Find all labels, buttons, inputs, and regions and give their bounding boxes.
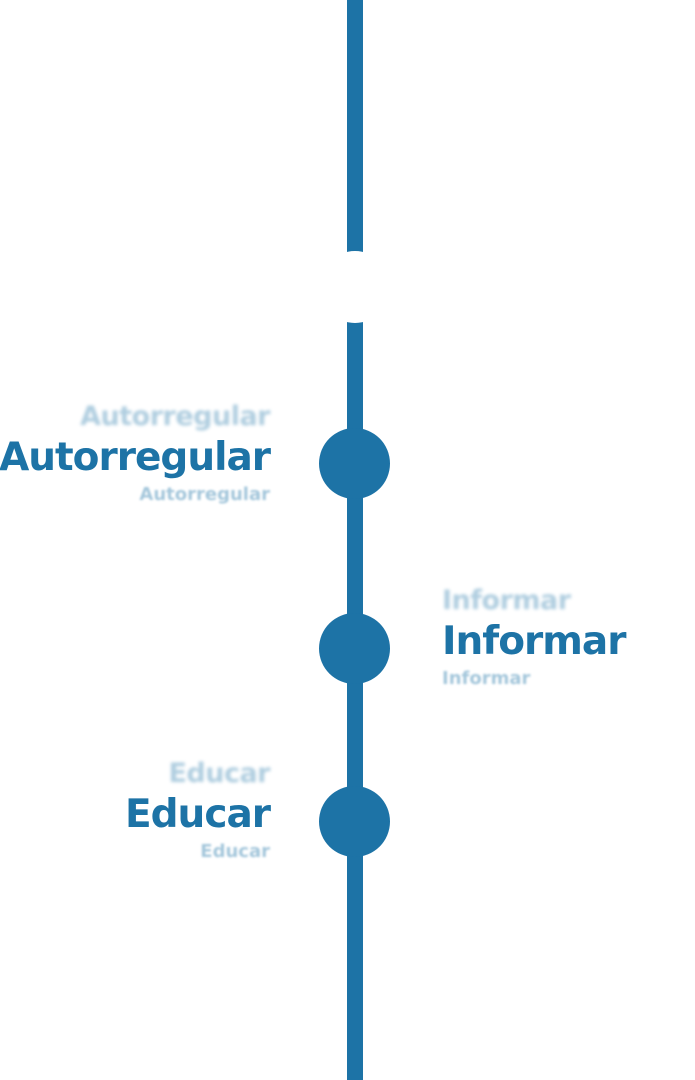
timeline-start-gap — [319, 251, 391, 323]
faded-label-above: Autorregular — [80, 401, 270, 432]
main-label: Educar — [125, 792, 271, 837]
timeline-node-autorregular[interactable] — [319, 428, 390, 499]
faded-label-above: Educar — [168, 758, 270, 789]
faded-label-below: Autorregular — [139, 484, 270, 505]
timeline-label-educar[interactable]: Educar Educar Educar — [125, 757, 271, 865]
faded-label-below: Informar — [442, 668, 531, 689]
timeline-label-autorregular[interactable]: Autorregular Autorregular Autorregular — [0, 400, 271, 508]
timeline-line — [347, 0, 363, 1080]
timeline-node-educar[interactable] — [319, 786, 390, 857]
faded-label-above: Informar — [442, 585, 571, 616]
main-label: Informar — [442, 619, 626, 664]
timeline-node-informar[interactable] — [319, 613, 390, 684]
main-label: Autorregular — [0, 435, 271, 480]
faded-label-below: Educar — [200, 841, 270, 862]
timeline-label-informar[interactable]: Informar Informar Informar — [442, 584, 626, 692]
